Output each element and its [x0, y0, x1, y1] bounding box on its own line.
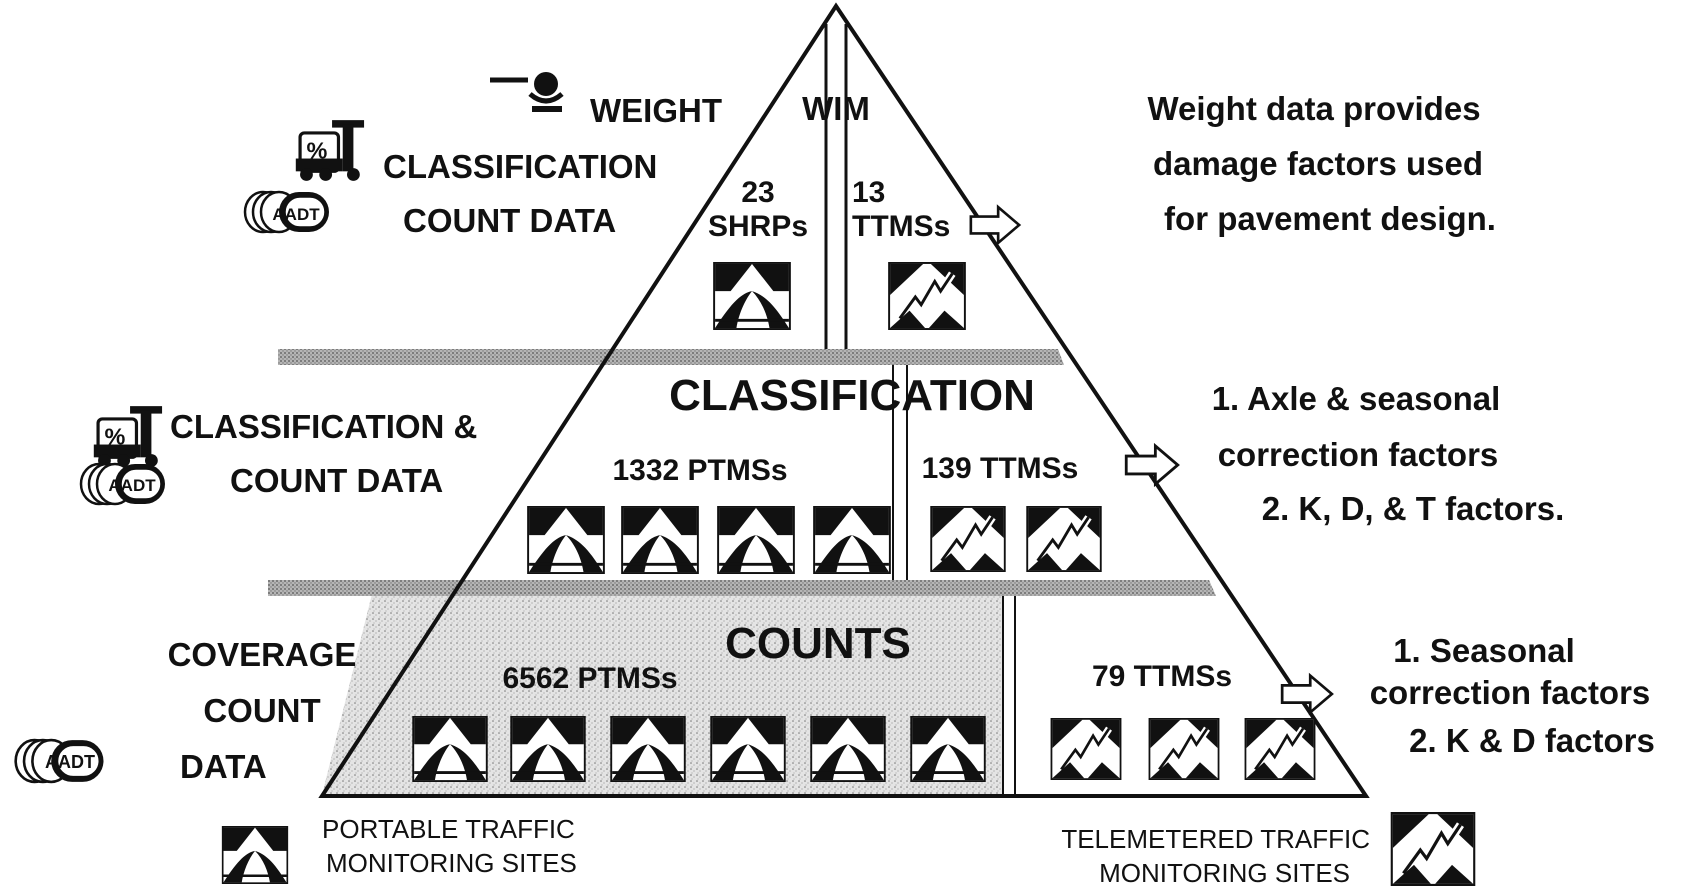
middle-note-line-3: 2. K, D, & T factors. — [1262, 490, 1565, 527]
truck-icon — [92, 404, 164, 468]
bottom-note-line-3: 2. K & D factors — [1409, 722, 1655, 759]
top-left-label-classification: CLASSIFICATION — [383, 148, 657, 185]
legend-telemetered-line-2: MONITORING SITES — [1099, 858, 1350, 887]
legend-portable-line-2: MONITORING SITES — [326, 848, 577, 878]
wim-sensor-icon — [490, 72, 562, 112]
aadt-badge-label: AADT — [108, 476, 156, 495]
portable-site-icon — [710, 716, 786, 782]
bottom-left-label-coverage: COVERAGE — [168, 636, 357, 673]
top-left-label-count-data: COUNT DATA — [403, 202, 616, 239]
middle-note-line-1: 1. Axle & seasonal — [1212, 380, 1501, 417]
middle-ptms-label: 1332 PTMSs — [612, 454, 787, 487]
top-note-line-3: for pavement design. — [1164, 200, 1496, 237]
bottom-ptms-label: 6562 PTMSs — [502, 662, 677, 695]
shrp-count: 23 — [741, 176, 774, 209]
bottom-ttms-label: 79 TTMSs — [1092, 660, 1232, 693]
lower-separator-band — [268, 580, 1216, 596]
portable-site-icon — [910, 716, 986, 782]
portable-site-icon — [526, 506, 606, 574]
portable-site-icon — [412, 716, 488, 782]
middle-ttms-label: 139 TTMSs — [922, 452, 1079, 485]
portable-site-icon — [610, 716, 686, 782]
bottom-note-line-1: 1. Seasonal — [1393, 632, 1575, 669]
portable-site-icon — [716, 506, 796, 574]
top-note-line-1: Weight data provides — [1147, 90, 1480, 127]
truck-icon — [294, 118, 366, 182]
bottom-left-label-count: COUNT — [203, 692, 320, 729]
legend-telemetered-line-1: TELEMETERED TRAFFIC — [1061, 824, 1370, 854]
telemetered-site-icon — [931, 507, 1005, 571]
portable-site-icon — [510, 716, 586, 782]
pyramid-outline — [318, 2, 1370, 798]
top-note-line-2: damage factors used — [1153, 145, 1483, 182]
top-ttms-count: 13 — [852, 176, 885, 209]
bottom-note-line-2: correction factors — [1370, 674, 1651, 711]
portable-site-icon — [221, 826, 289, 884]
telemetered-site-icon — [889, 263, 965, 329]
telemetered-site-icon — [1245, 719, 1314, 779]
middle-note-line-2: correction factors — [1218, 436, 1499, 473]
middle-left-label-count-data: COUNT DATA — [230, 462, 443, 499]
aadt-badge-label: AADT — [45, 752, 95, 772]
shrp-label: SHRPs — [708, 210, 808, 243]
portable-site-icon — [620, 506, 700, 574]
bottom-left-label-data: DATA — [180, 748, 267, 785]
telemetered-site-icon — [1027, 507, 1101, 571]
middle-left-label-classification: CLASSIFICATION & — [170, 408, 477, 445]
portable-site-icon — [712, 262, 792, 330]
legend-portable-line-1: PORTABLE TRAFFIC — [322, 814, 575, 844]
portable-site-icon — [812, 506, 892, 574]
wim-label: WIM — [802, 90, 870, 127]
telemetered-site-icon — [1392, 813, 1474, 885]
counts-tier-title: COUNTS — [725, 619, 911, 668]
portable-site-icon — [810, 716, 886, 782]
right-arrow-icon — [969, 205, 1021, 245]
telemetered-site-icon — [1149, 719, 1218, 779]
upper-separator-band — [278, 349, 1064, 365]
telemetered-site-icon — [1051, 719, 1120, 779]
top-ttms-label: TTMSs — [852, 210, 950, 243]
top-left-label-weight: WEIGHT — [590, 92, 722, 129]
aadt-badge-label: AADT — [272, 205, 320, 224]
classification-tier-title: CLASSIFICATION — [669, 371, 1035, 420]
